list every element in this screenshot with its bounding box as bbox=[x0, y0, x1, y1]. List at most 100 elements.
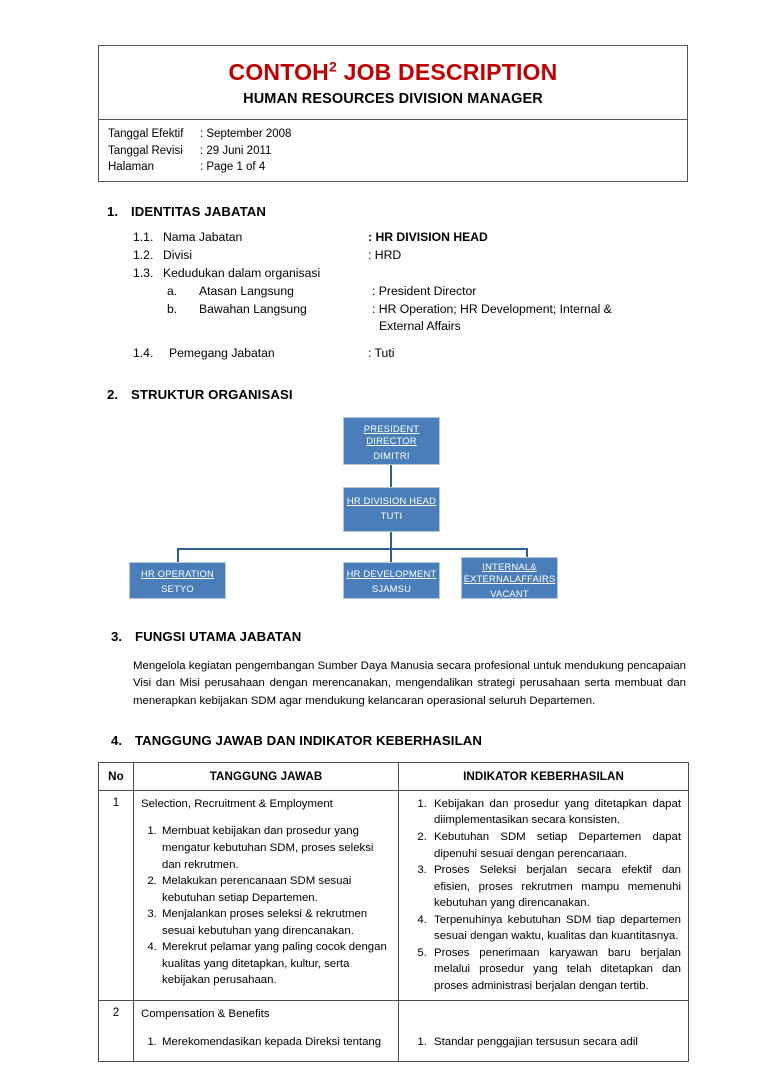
meta-label: Tanggal Revisi bbox=[108, 144, 183, 157]
meta-row-page: Halaman : Page 1 of 4 bbox=[108, 159, 679, 175]
identity-label: Nama Jabatan bbox=[163, 230, 243, 245]
list-item: Standar penggajian tersusun secara adil bbox=[430, 1034, 681, 1051]
identity-number: 1.4. bbox=[133, 346, 154, 361]
meta-row-effective-date: Tanggal Efektif : September 2008 bbox=[108, 126, 679, 142]
connector-bus-to-hr-operation bbox=[177, 547, 179, 562]
section-heading-tanggung-jawab: 4. TANGGUNG JAWAB DAN INDIKATOR KEBERHAS… bbox=[111, 733, 688, 748]
identity-subrow-bawahan-langsung: b. Bawahan Langsung : HR Operation; HR D… bbox=[167, 301, 688, 319]
cell-row-number: 2 bbox=[98, 1000, 134, 1063]
identity-row-kedudukan: 1.3. Kedudukan dalam organisasi bbox=[133, 265, 688, 283]
spacer bbox=[133, 336, 688, 345]
document-header-box: CONTOH2 JOB DESCRIPTION HUMAN RESOURCES … bbox=[98, 45, 688, 183]
indicator-list: Kebijakan dan prosedur yang ditetapkan d… bbox=[406, 796, 681, 994]
section-number: 2. bbox=[107, 386, 119, 402]
fungsi-utama-paragraph: Mengelola kegiatan pengembangan Sumber D… bbox=[133, 659, 686, 707]
identity-row-divisi: 1.2. Divisi : HRD bbox=[133, 247, 688, 265]
responsibility-table: No TANGGUNG JAWAB INDIKATOR KEBERHASILAN… bbox=[98, 761, 689, 1063]
page-title-main: CONTOH bbox=[228, 59, 329, 85]
connector-president-to-hrhead bbox=[390, 464, 392, 487]
identity-value-continuation: External Affairs bbox=[379, 319, 461, 334]
header-title-cell: CONTOH2 JOB DESCRIPTION HUMAN RESOURCES … bbox=[99, 46, 687, 121]
section-number: 1. bbox=[107, 204, 119, 220]
org-node-title: HR DIVISION HEAD bbox=[346, 494, 437, 506]
identity-subnumber: b. bbox=[167, 301, 178, 316]
list-item: Membuat kebijakan dan prosedur yang meng… bbox=[160, 823, 391, 873]
section-heading-identitas-jabatan: 1. IDENTITAS JABATAN bbox=[107, 204, 688, 219]
section-title: TANGGUNG JAWAB DAN INDIKATOR KEBERHASILA… bbox=[135, 732, 482, 748]
section-number: 4. bbox=[111, 732, 123, 748]
org-node-internal-external-affairs: INTERNAL& EXTERNALAFFAIRS VACANT bbox=[461, 556, 558, 600]
meta-value: : 29 Juni 2011 bbox=[200, 144, 272, 157]
list-item: Proses Seleksi berjalan secara efektif d… bbox=[430, 862, 681, 912]
connector-bus-to-hr-development bbox=[390, 547, 392, 562]
org-node-person: TUTI bbox=[380, 510, 403, 521]
section-title: STRUKTUR ORGANISASI bbox=[131, 386, 293, 402]
clipped-content: Standar penggajian tersusun secara adil bbox=[406, 1023, 681, 1061]
org-node-title: PRESIDENT DIRECTOR bbox=[363, 422, 420, 446]
meta-value: : September 2008 bbox=[200, 128, 292, 141]
page-title: CONTOH2 JOB DESCRIPTION bbox=[107, 59, 679, 85]
meta-value: : Page 1 of 4 bbox=[200, 160, 266, 173]
list-item: Merekrut pelamar yang paling cocok denga… bbox=[160, 939, 391, 989]
page-title-rest: JOB DESCRIPTION bbox=[336, 59, 558, 85]
clipped-content: Merekomendasikan kepada Direksi tentang bbox=[141, 1023, 391, 1061]
meta-label: Halaman bbox=[108, 160, 155, 173]
identity-subnumber: a. bbox=[167, 283, 178, 298]
section-heading-struktur-organisasi: 2. STRUKTUR ORGANISASI bbox=[107, 387, 688, 402]
list-item: Proses penerimaan karyawan baru berjalan… bbox=[430, 945, 681, 995]
list-item: Menjalankan proses seleksi & rekrutmen s… bbox=[160, 906, 391, 939]
table-header-row: No TANGGUNG JAWAB INDIKATOR KEBERHASILAN bbox=[98, 761, 689, 791]
cell-indikator: Kebijakan dan prosedur yang ditetapkan d… bbox=[398, 789, 689, 1002]
identity-value: : President Director bbox=[372, 283, 477, 298]
org-node-title: HR DEVELOPMENT bbox=[346, 567, 437, 579]
meta-row-revision-date: Tanggal Revisi : 29 Juni 2011 bbox=[108, 143, 679, 159]
org-node-title: HR OPERATION bbox=[140, 567, 215, 579]
meta-label: Tanggal Efektif bbox=[108, 128, 184, 141]
cell-indikator: Standar penggajian tersusun secara adil bbox=[398, 1000, 689, 1063]
header-meta-cell: Tanggal Efektif : September 2008 Tanggal… bbox=[99, 120, 687, 181]
page-content: CONTOH2 JOB DESCRIPTION HUMAN RESOURCES … bbox=[98, 45, 689, 1063]
section-number: 3. bbox=[111, 628, 123, 644]
connector-horizontal-bus bbox=[177, 547, 528, 550]
list-item: Terpenuhinya kebutuhan SDM tiap departem… bbox=[430, 912, 681, 945]
section-title: FUNGSI UTAMA JABATAN bbox=[135, 628, 302, 644]
table-row: 1 Selection, Recruitment & Employment Me… bbox=[98, 789, 689, 1002]
connector-bus-to-internal-external bbox=[526, 547, 528, 557]
cell-tanggung-jawab: Selection, Recruitment & Employment Memb… bbox=[133, 789, 399, 1002]
responsibility-heading: Selection, Recruitment & Employment bbox=[141, 797, 333, 810]
identity-number: 1.2. bbox=[133, 248, 154, 263]
identity-row-pemegang-jabatan: 1.4. Pemegang Jabatan : Tuti bbox=[133, 345, 688, 363]
responsibility-heading: Compensation & Benefits bbox=[141, 1008, 270, 1021]
org-node-person: SETYO bbox=[161, 583, 194, 594]
column-header-no: No bbox=[98, 761, 134, 791]
cell-tanggung-jawab: Compensation & Benefits Merekomendasikan… bbox=[133, 1000, 399, 1063]
list-item: Kebijakan dan prosedur yang ditetapkan d… bbox=[430, 796, 681, 829]
responsibility-task-list: Membuat kebijakan dan prosedur yang meng… bbox=[141, 823, 391, 988]
org-node-president-director: PRESIDENT DIRECTOR DIMITRI bbox=[343, 416, 440, 465]
indicator-list: Standar penggajian tersusun secara adil bbox=[406, 1034, 681, 1051]
page-subtitle: HUMAN RESOURCES DIVISION MANAGER bbox=[243, 91, 543, 108]
identity-value bbox=[368, 265, 688, 283]
org-node-hr-division-head: HR DIVISION HEAD TUTI bbox=[343, 486, 440, 532]
org-node-person: SJAMSU bbox=[371, 583, 412, 594]
section-heading-fungsi-utama-jabatan: 3. FUNGSI UTAMA JABATAN bbox=[111, 629, 688, 644]
identity-subrow-atasan-langsung: a. Atasan Langsung : President Director bbox=[167, 283, 688, 301]
column-header-tanggung-jawab: TANGGUNG JAWAB bbox=[133, 761, 399, 791]
organization-chart: PRESIDENT DIRECTOR DIMITRI HR DIVISION H… bbox=[98, 414, 688, 604]
identity-label: Divisi bbox=[163, 248, 193, 263]
org-node-person: VACANT bbox=[490, 588, 529, 600]
section-title: IDENTITAS JABATAN bbox=[131, 204, 267, 220]
org-node-hr-development: HR DEVELOPMENT SJAMSU bbox=[343, 561, 440, 599]
identity-number: 1.1. bbox=[133, 230, 154, 245]
table-row: 2 Compensation & Benefits Merekomendasik… bbox=[98, 1000, 689, 1063]
identity-list: 1.1. Nama Jabatan : HR DIVISION HEAD 1.2… bbox=[133, 229, 688, 363]
org-node-person: DIMITRI bbox=[373, 450, 410, 462]
identity-label: Pemegang Jabatan bbox=[169, 346, 275, 361]
responsibility-task-list: Merekomendasikan kepada Direksi tentang bbox=[141, 1034, 391, 1051]
org-node-hr-operation: HR OPERATION SETYO bbox=[129, 561, 226, 599]
identity-row-nama-jabatan: 1.1. Nama Jabatan : HR DIVISION HEAD bbox=[133, 229, 688, 247]
identity-value: : HRD bbox=[368, 248, 402, 263]
list-item: Kebutuhan SDM setiap Departemen dapat di… bbox=[430, 829, 681, 862]
column-header-indikator: INDIKATOR KEBERHASILAN bbox=[398, 761, 689, 791]
